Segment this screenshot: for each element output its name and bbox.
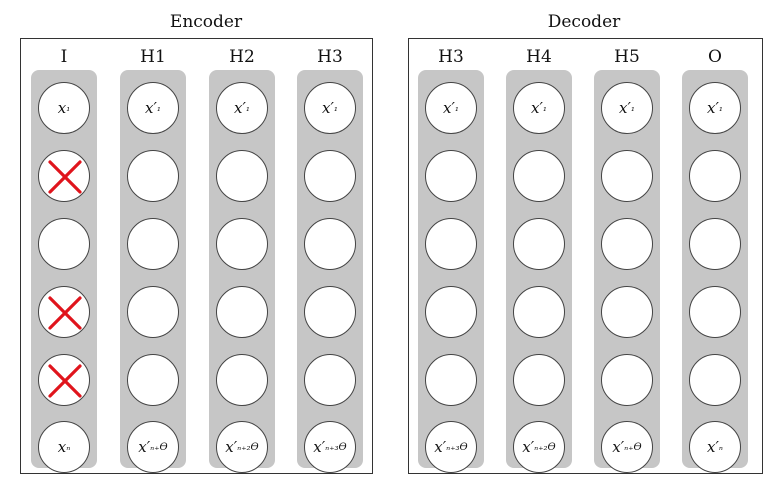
node-first: x′₁: [513, 82, 565, 134]
node-last: x′ₙ₊₃ϴ: [304, 421, 356, 473]
node: [127, 354, 179, 406]
decoder-column-label-h3: H3: [438, 47, 464, 67]
encoder-column-label-h1: H1: [140, 47, 166, 67]
decoder-title: Decoder: [547, 12, 621, 32]
node-first: x′₁: [304, 82, 356, 134]
encoder-title: Encoder: [169, 12, 243, 32]
node: [513, 218, 565, 270]
node: [513, 354, 565, 406]
dropped-node: [38, 150, 90, 202]
encoder-column-label-h3: H3: [317, 47, 343, 67]
decoder-column-label-o: O: [708, 47, 722, 67]
node: [601, 354, 653, 406]
node-first: x′₁: [601, 82, 653, 134]
node: [513, 150, 565, 202]
encoder-column-label-i: I: [60, 47, 68, 67]
node: [304, 218, 356, 270]
node-first: x′₁: [689, 82, 741, 134]
node-last: x′ₙ₊₃ϴ: [425, 421, 477, 473]
node: [216, 354, 268, 406]
node-first: x′₁: [127, 82, 179, 134]
node: [304, 286, 356, 338]
decoder-column-label-h5: H5: [614, 47, 640, 67]
node-last: x′ₙ₊₂ϴ: [513, 421, 565, 473]
encoder-column-label-h2: H2: [229, 47, 255, 67]
decoder-layer-o: x′₁ x′ₙ: [682, 70, 748, 473]
cross-icon: [48, 364, 82, 398]
node: [304, 354, 356, 406]
node: [127, 286, 179, 338]
encoder-frame: [20, 38, 373, 474]
encoder-layer-h2: x′₁ x′ₙ₊₂ϴ: [209, 70, 275, 473]
decoder-frame: [408, 38, 763, 474]
encoder-layer-h3: x′₁ x′ₙ₊₃ϴ: [297, 70, 363, 473]
node: [425, 150, 477, 202]
node: [425, 218, 477, 270]
node: [601, 286, 653, 338]
node: [216, 150, 268, 202]
node-last: x′ₙ₊ϴ: [127, 421, 179, 473]
decoder-layer-h4: x′₁ x′ₙ₊₂ϴ: [506, 70, 572, 473]
node-last: x′ₙ₊₂ϴ: [216, 421, 268, 473]
node: [127, 218, 179, 270]
node-first: x′₁: [216, 82, 268, 134]
node: [425, 354, 477, 406]
node-last: x′ₙ₊ϴ: [601, 421, 653, 473]
dropped-node: [38, 354, 90, 406]
decoder-column-label-h4: H4: [526, 47, 552, 67]
encoder-layer-h1: x′₁ x′ₙ₊ϴ: [120, 70, 186, 473]
node: [689, 218, 741, 270]
node-first: x′₁: [425, 82, 477, 134]
decoder-layer-h5: x′₁ x′ₙ₊ϴ: [594, 70, 660, 473]
node: [38, 218, 90, 270]
dropped-node: [38, 286, 90, 338]
decoder-layer-h3: x′₁ x′ₙ₊₃ϴ: [418, 70, 484, 473]
node: [601, 150, 653, 202]
node: [216, 218, 268, 270]
node: [689, 286, 741, 338]
node: [127, 150, 179, 202]
node: [689, 150, 741, 202]
cross-icon: [48, 160, 82, 194]
cross-icon: [48, 296, 82, 330]
node-last: x′ₙ: [689, 421, 741, 473]
node: [216, 286, 268, 338]
node: [304, 150, 356, 202]
node: [513, 286, 565, 338]
node: [689, 354, 741, 406]
node: [601, 218, 653, 270]
node: [425, 286, 477, 338]
